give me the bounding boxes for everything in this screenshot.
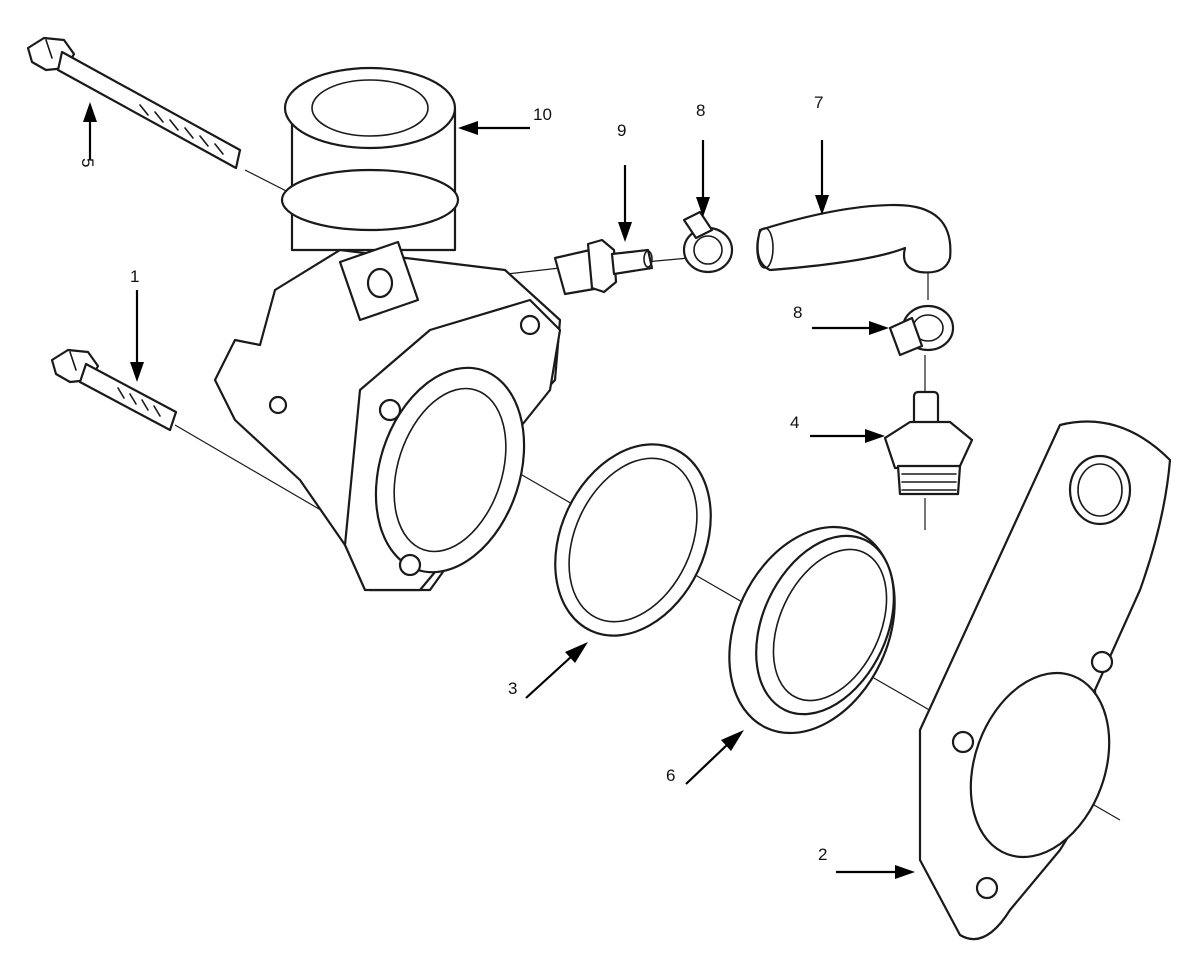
callout-1: 1 [130,267,139,286]
callout-arrows [83,102,915,879]
arrow-part-2 [836,865,915,879]
thermostat-housing-part-10 [213,66,562,592]
mounting-plate-part-2 [918,420,1172,941]
arrow-part-5 [83,102,97,160]
arrow-part-3 [525,642,588,699]
barbed-fitting-part-4 [883,390,974,496]
callout-5: 5 [78,158,97,167]
arrow-part-10 [458,121,530,135]
callout-2: 2 [818,845,827,864]
arrow-part-8-lower [812,321,889,335]
callout-7: 7 [814,93,823,112]
arrow-part-7 [815,140,829,215]
callout-labels: 1 2 3 4 5 6 7 8 8 9 10 [78,93,827,864]
arrow-part-4 [810,429,885,443]
elbow-hose-part-7 [756,203,952,274]
callout-8-lower: 8 [793,303,802,322]
callout-3: 3 [508,679,517,698]
callout-10: 10 [533,105,552,124]
callout-8-upper: 8 [696,101,705,120]
callout-9: 9 [617,121,626,140]
arrow-part-9 [618,165,632,242]
callout-4: 4 [790,413,799,432]
hose-clamp-lower-part-8 [888,304,955,357]
hose-clamp-upper-part-8 [682,210,734,274]
sensor-fitting-part-9 [553,238,654,296]
arrow-part-6 [685,730,744,785]
arrow-part-1 [130,290,144,382]
seal-insert-part-6 [728,525,896,735]
arrow-part-8-upper [696,140,710,217]
o-ring-part-3 [554,443,712,637]
lower-bolt-part-1 [50,348,178,432]
callout-6: 6 [666,766,675,785]
upper-bolt-part-5 [26,36,242,170]
